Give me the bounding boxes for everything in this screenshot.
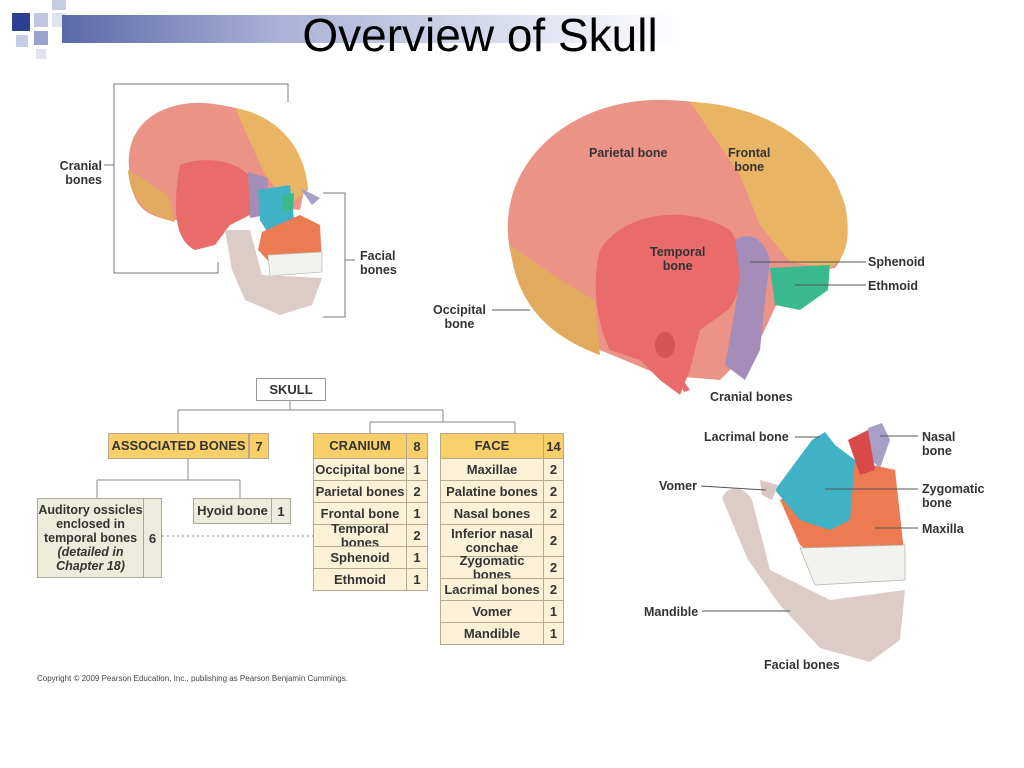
label-cranial-bones-caption: Cranial bones: [710, 390, 793, 404]
face-row-count: 2: [543, 502, 564, 525]
large-skull-occipital: [510, 245, 600, 355]
face-row-count: 2: [543, 480, 564, 503]
face-row-count: 2: [543, 524, 564, 557]
face-row-count: 1: [543, 600, 564, 623]
label-mandible: Mandible: [644, 605, 699, 619]
large-skull-sphenoid: [725, 236, 770, 380]
ossicles-note-line: (detailed in: [57, 545, 124, 559]
hyoid-bone-cell: Hyoid bone: [193, 498, 272, 524]
skull-root-box: SKULL: [256, 378, 326, 401]
cranium-row-count: 1: [406, 568, 428, 591]
associated-bones-count: 7: [249, 433, 269, 459]
face-row-name: Zygomatic bones: [440, 553, 544, 581]
label-facial-bones-caption: Facial bones: [764, 658, 840, 672]
copyright-text: Copyright © 2009 Pearson Education, Inc.…: [37, 674, 348, 683]
label-temporal-bone: Temporal bone: [650, 245, 706, 273]
small-skull-illustration: [128, 102, 323, 315]
vomer-pointer: [700, 485, 767, 491]
label-parietal-bone: Parietal bone: [589, 146, 668, 160]
face-row-count: 2: [543, 458, 564, 481]
large-skull-frontal: [690, 102, 848, 268]
cranium-row-name: Ethmoid: [313, 568, 407, 591]
facial-mandible: [722, 488, 905, 662]
associated-bones-header: ASSOCIATED BONES: [108, 433, 249, 459]
cranium-row-count: 2: [406, 480, 428, 503]
face-header: FACE: [440, 433, 544, 459]
label-zygomatic-bone: Zygomatic bone: [922, 482, 985, 510]
corner-square: [16, 35, 28, 47]
label-maxilla: Maxilla: [922, 522, 964, 536]
small-skull-temporal: [175, 160, 255, 250]
label-nasal-bone: Nasal bone: [922, 430, 956, 458]
ossicles-box: Auditory ossicles enclosed in temporal b…: [37, 498, 144, 578]
label-cranial-bones: Cranial bones: [59, 159, 102, 187]
small-skull-ethmoid: [282, 193, 294, 212]
small-skull-mandible: [225, 230, 322, 315]
label-lacrimal-bone: Lacrimal bone: [704, 430, 789, 444]
corner-square: [12, 13, 30, 31]
cranium-row-count: 2: [406, 524, 428, 547]
face-row-count: 1: [543, 622, 564, 645]
ossicles-note-line: Chapter 18): [56, 559, 125, 573]
label-occipital-bone: Occipital bone: [433, 303, 486, 331]
corner-bar: [62, 15, 682, 43]
small-skull-frontal: [235, 108, 308, 205]
hyoid-bone-count: 1: [271, 498, 291, 524]
facial-lacrimal-zygomatic: [775, 432, 855, 530]
facial-nasal-red: [848, 430, 875, 475]
tree-connectors: [96, 400, 516, 537]
large-skull-ear-canal: [655, 332, 675, 358]
large-skull-styloid: [672, 365, 690, 392]
corner-square: [34, 31, 48, 45]
corner-square: [36, 49, 46, 59]
face-row-name: Maxillae: [440, 458, 544, 481]
corner-square: [34, 13, 48, 27]
page-title: Overview of Skull: [302, 9, 658, 61]
label-frontal-bone: Frontal bone: [728, 146, 771, 174]
facial-vomer: [760, 480, 778, 500]
label-sphenoid: Sphenoid: [868, 255, 925, 269]
ossicles-label-line: enclosed in: [56, 517, 125, 531]
ossicles-count: 6: [143, 498, 162, 578]
small-skull-occipital: [128, 170, 175, 222]
face-row-name: Nasal bones: [440, 502, 544, 525]
facial-bracket: [323, 192, 346, 318]
large-skull-temporal: [595, 214, 742, 395]
face-row-name: Lacrimal bones: [440, 578, 544, 601]
cranium-row-name: Sphenoid: [313, 546, 407, 569]
label-vomer: Vomer: [659, 479, 697, 493]
label-facial-bones: Facial bones: [360, 249, 397, 277]
cranium-row-count: 1: [406, 546, 428, 569]
cranium-count: 8: [406, 433, 428, 459]
label-ethmoid: Ethmoid: [868, 279, 918, 293]
face-row-name: Vomer: [440, 600, 544, 623]
cranium-row-count: 1: [406, 502, 428, 525]
face-count: 14: [543, 433, 564, 459]
corner-square: [52, 0, 66, 10]
ossicles-label-line: temporal bones: [43, 531, 138, 545]
face-row-count: 2: [543, 556, 564, 579]
small-skull-nasal: [300, 188, 320, 205]
face-row-count: 2: [543, 578, 564, 601]
ossicles-label-line: Auditory ossicles: [38, 503, 143, 517]
cranial-bracket: [113, 83, 289, 274]
cranium-row-name: Occipital bone: [313, 458, 407, 481]
large-skull-ethmoid: [770, 265, 830, 310]
facial-bones-illustration: [722, 423, 906, 662]
facial-teeth: [799, 544, 906, 586]
face-row-name: Mandible: [440, 622, 544, 645]
cranium-row-name: Temporal bones: [313, 521, 407, 549]
cranium-row-count: 1: [406, 458, 428, 481]
face-row-name: Palatine bones: [440, 480, 544, 503]
cranium-row-name: Parietal bones: [313, 480, 407, 503]
large-skull-illustration: [507, 99, 848, 395]
small-skull-teeth: [267, 251, 323, 277]
cranium-header: CRANIUM: [313, 433, 407, 459]
